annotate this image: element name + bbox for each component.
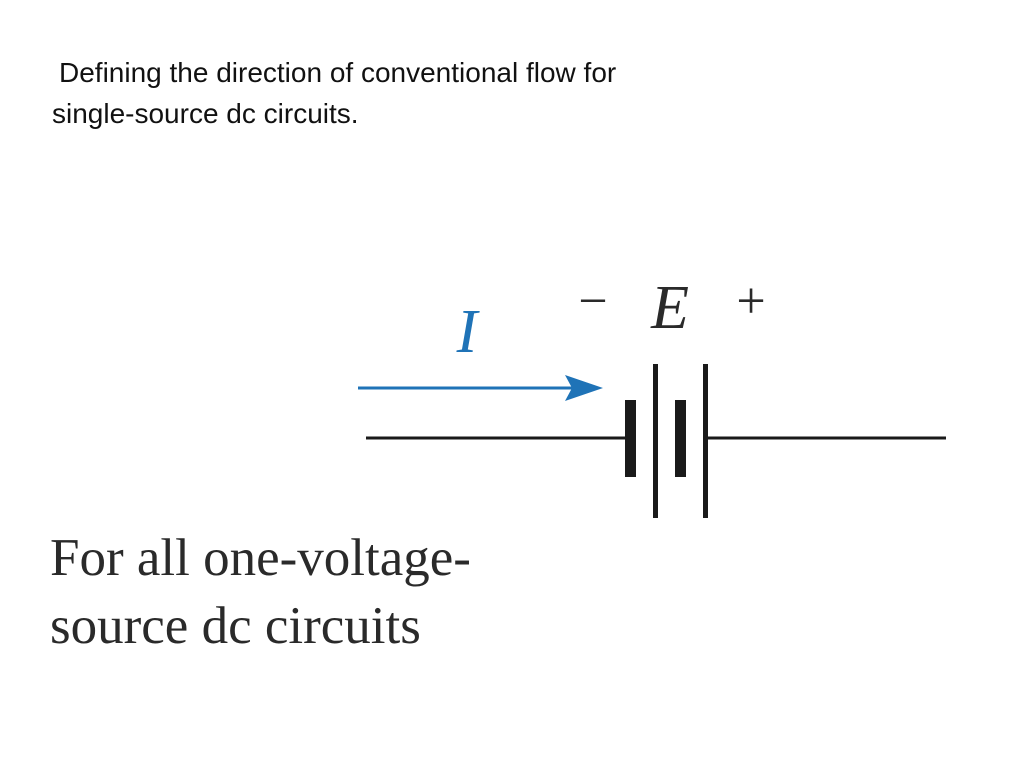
slide-title: Defining the direction of conventional f… bbox=[52, 52, 772, 134]
source-voltage-label: E bbox=[650, 274, 689, 342]
minus-sign: − bbox=[578, 273, 607, 330]
slide-title-line-1: Defining the direction of conventional f… bbox=[59, 57, 617, 88]
caption-line-2: source dc circuits bbox=[50, 597, 421, 655]
plus-sign: + bbox=[736, 273, 765, 330]
current-arrow-head bbox=[565, 375, 603, 401]
battery-negative-plate-2 bbox=[675, 400, 686, 477]
current-label: I bbox=[456, 298, 481, 366]
caption-line-1: For all one-voltage- bbox=[50, 529, 471, 587]
diagram-caption: For all one-voltage- source dc circuits bbox=[50, 524, 670, 660]
slide-title-line-2: single-source dc circuits. bbox=[52, 98, 359, 129]
battery-negative-plate-1 bbox=[625, 400, 636, 477]
battery-positive-plate-2 bbox=[703, 364, 708, 518]
battery-positive-plate-1 bbox=[653, 364, 658, 518]
